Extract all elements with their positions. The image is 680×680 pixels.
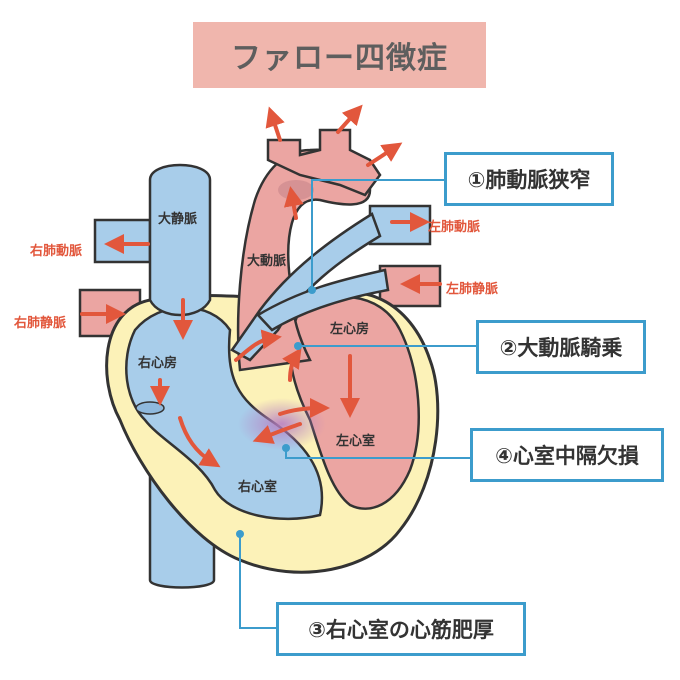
aortic-arch-top [266, 128, 382, 197]
callout-vsd: ④心室中隔欠損 [470, 428, 664, 482]
callout-dots [236, 286, 316, 538]
aortic-shadow [278, 180, 314, 200]
callout-overriding-aorta: ②大動脈騎乗 [476, 320, 646, 374]
label-right-pulmonary-vein: 右肺静脈 [14, 316, 67, 331]
label-left-ventricle: 左心室 [336, 434, 376, 449]
tricuspid-valve [135, 401, 165, 415]
label-left-pulmonary-vein: 左肺静脈 [446, 282, 499, 297]
label-right-atrium: 右心房 [138, 356, 178, 371]
blood-flow-arrows [80, 104, 442, 468]
label-right-ventricle: 右心室 [238, 480, 278, 495]
superior-vena-cava [148, 163, 212, 317]
callout-pulmonary-stenosis: ①肺動脈狭窄 [444, 152, 614, 206]
label-right-pulmonary-artery: 右肺動脈 [30, 244, 83, 259]
callout-rv-hypertrophy: ③右心室の心筋肥厚 [276, 602, 526, 656]
label-superior-vena-cava: 大静脈 [158, 212, 198, 227]
right-heart-chambers [125, 306, 324, 521]
label-left-atrium: 左心房 [330, 322, 370, 337]
label-left-pulmonary-artery: 左肺動脈 [428, 220, 481, 235]
left-pulmonary-artery [368, 204, 432, 246]
page-title: ファロー四徴症 [193, 22, 486, 88]
right-pulmonary-artery [93, 218, 152, 264]
vsd-glow [238, 398, 326, 450]
label-aorta: 大動脈 [247, 254, 287, 269]
pulmonary-branch [256, 268, 390, 332]
